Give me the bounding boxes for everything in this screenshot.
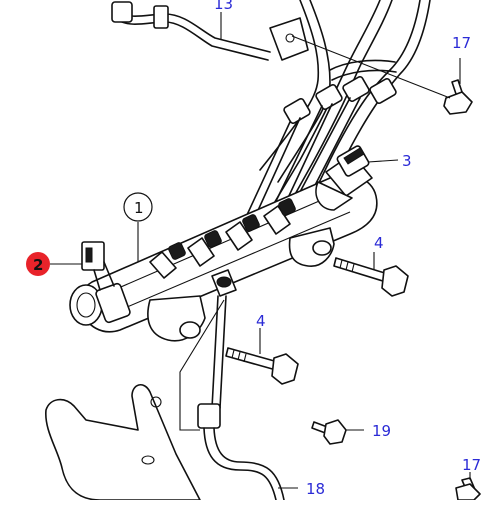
bolt-17-bottom bbox=[455, 477, 481, 501]
mounting-bracket bbox=[45, 384, 201, 501]
callout-1-circle bbox=[123, 192, 153, 222]
fuel-pipe-bundle bbox=[111, 0, 431, 233]
callout-13: 13 bbox=[214, 0, 233, 13]
pressure-sensor bbox=[315, 145, 373, 211]
fuel-rail bbox=[69, 174, 378, 342]
callout-1: 1 bbox=[134, 199, 144, 217]
callout-4-right: 4 bbox=[374, 234, 384, 252]
bolt-19 bbox=[311, 419, 347, 445]
bolt-4-lower bbox=[225, 347, 299, 385]
fuel-pipe-18 bbox=[197, 295, 285, 501]
callout-2-badge bbox=[26, 252, 50, 276]
leader-lines bbox=[50, 12, 471, 489]
bolt-4-right bbox=[333, 257, 409, 297]
callout-18: 18 bbox=[306, 480, 325, 498]
callout-17-bottom: 17 bbox=[462, 456, 481, 474]
callout-3: 3 bbox=[402, 152, 412, 170]
bolt-17-top bbox=[443, 79, 473, 115]
callout-4-lower: 4 bbox=[256, 312, 266, 330]
callout-19: 19 bbox=[372, 422, 391, 440]
callout-2: 2 bbox=[33, 256, 43, 274]
connector-part-2 bbox=[81, 241, 115, 291]
callout-17-top: 17 bbox=[452, 34, 471, 52]
